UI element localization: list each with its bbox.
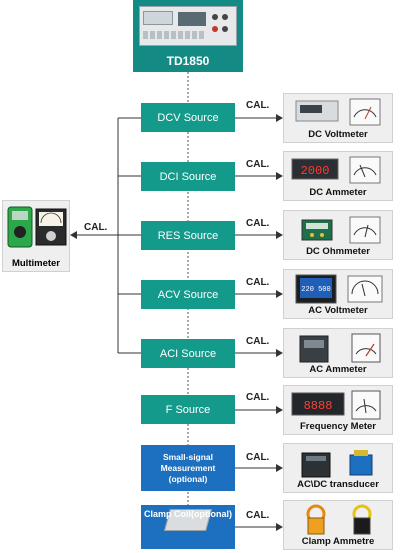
frequency-meter-display: 8888 (304, 399, 333, 413)
target-ac-ammeter: AC Ammeter (283, 328, 393, 378)
source-dci: DCI Source (141, 162, 235, 191)
multimeter-arrow (70, 231, 77, 239)
source-small-signal: Small-signal Measurement (optional) (141, 445, 235, 491)
dc-voltmeter-image (295, 98, 381, 126)
target-dc-ohmmeter: DC Ohmmeter (283, 210, 393, 260)
arrow-head-acv (276, 290, 283, 298)
td1850-calibrator-image (139, 6, 237, 46)
source-f: F Source (141, 395, 235, 424)
arrow-head-res (276, 231, 283, 239)
dc-ohmmeter-image (301, 216, 381, 244)
ac-ammeter-image (299, 333, 381, 363)
clamp-coil-label: Clamp Coil(optional) (144, 509, 232, 519)
cal-label-small-signal: CAL. (246, 452, 270, 463)
ac-ammeter-label: AC Ammeter (309, 364, 367, 375)
cal-label-clamp: CAL. (246, 510, 270, 521)
dc-ammeter-label: DC Ammeter (309, 187, 367, 198)
arrow-head-dci (276, 172, 283, 180)
source-aci: ACI Source (141, 339, 235, 368)
cal-label-aci: CAL. (246, 336, 270, 347)
td1850-device-box: TD1850 (133, 0, 243, 72)
cal-label-acv: CAL. (246, 277, 270, 288)
clamp-ammetre-label: Clamp Ammetre (301, 536, 375, 547)
arrow-head-dcv (276, 114, 283, 122)
acdc-transducer-image (301, 450, 373, 478)
cal-label-res: CAL. (246, 218, 270, 229)
target-frequency-meter: 8888 Frequency Meter (283, 385, 393, 435)
clamp-ammetre-image (306, 504, 372, 535)
source-dcv: DCV Source (141, 103, 235, 132)
dc-voltmeter-label: DC Voltmeter (308, 129, 368, 140)
td1850-title: TD1850 (166, 54, 210, 68)
dc-ammeter-image: 2000 (291, 156, 381, 184)
target-dc-ammeter: 2000 DC Ammeter (283, 151, 393, 201)
arrow-head-small-signal (276, 464, 283, 472)
source-clamp-coil: Clamp Coil(optional) (141, 505, 235, 549)
source-res: RES Source (141, 221, 235, 250)
ac-voltmeter-label: AC Voltmeter (308, 305, 368, 316)
cal-label-dcv: CAL. (246, 100, 270, 111)
target-acdc-transducer: AC\DC transducer (283, 443, 393, 493)
target-ac-voltmeter: 220 500 AC Voltmeter (283, 269, 393, 319)
arrow-head-f (276, 406, 283, 414)
frequency-meter-image: 8888 (291, 390, 381, 420)
target-dc-voltmeter: DC Voltmeter (283, 93, 393, 143)
arrow-head-clamp (276, 523, 283, 531)
dc-ammeter-display: 2000 (301, 164, 330, 178)
dc-ohmmeter-label: DC Ohmmeter (306, 246, 370, 257)
target-clamp-ammetre: Clamp Ammetre (283, 500, 393, 550)
arrow-head-aci (276, 349, 283, 357)
source-acv: ACV Source (141, 280, 235, 309)
ac-voltmeter-display: 220 500 (301, 286, 330, 294)
multimeter-image (7, 206, 67, 248)
multimeter-label: Multimeter (11, 258, 61, 269)
frequency-meter-label: Frequency Meter (299, 421, 377, 432)
multimeter-card: Multimeter (2, 200, 70, 272)
acdc-transducer-label: AC\DC transducer (297, 479, 379, 490)
cal-label-f: CAL. (246, 392, 270, 403)
cal-label-multimeter: CAL. (84, 222, 108, 233)
ac-voltmeter-image: 220 500 (295, 274, 383, 304)
cal-label-dci: CAL. (246, 159, 270, 170)
